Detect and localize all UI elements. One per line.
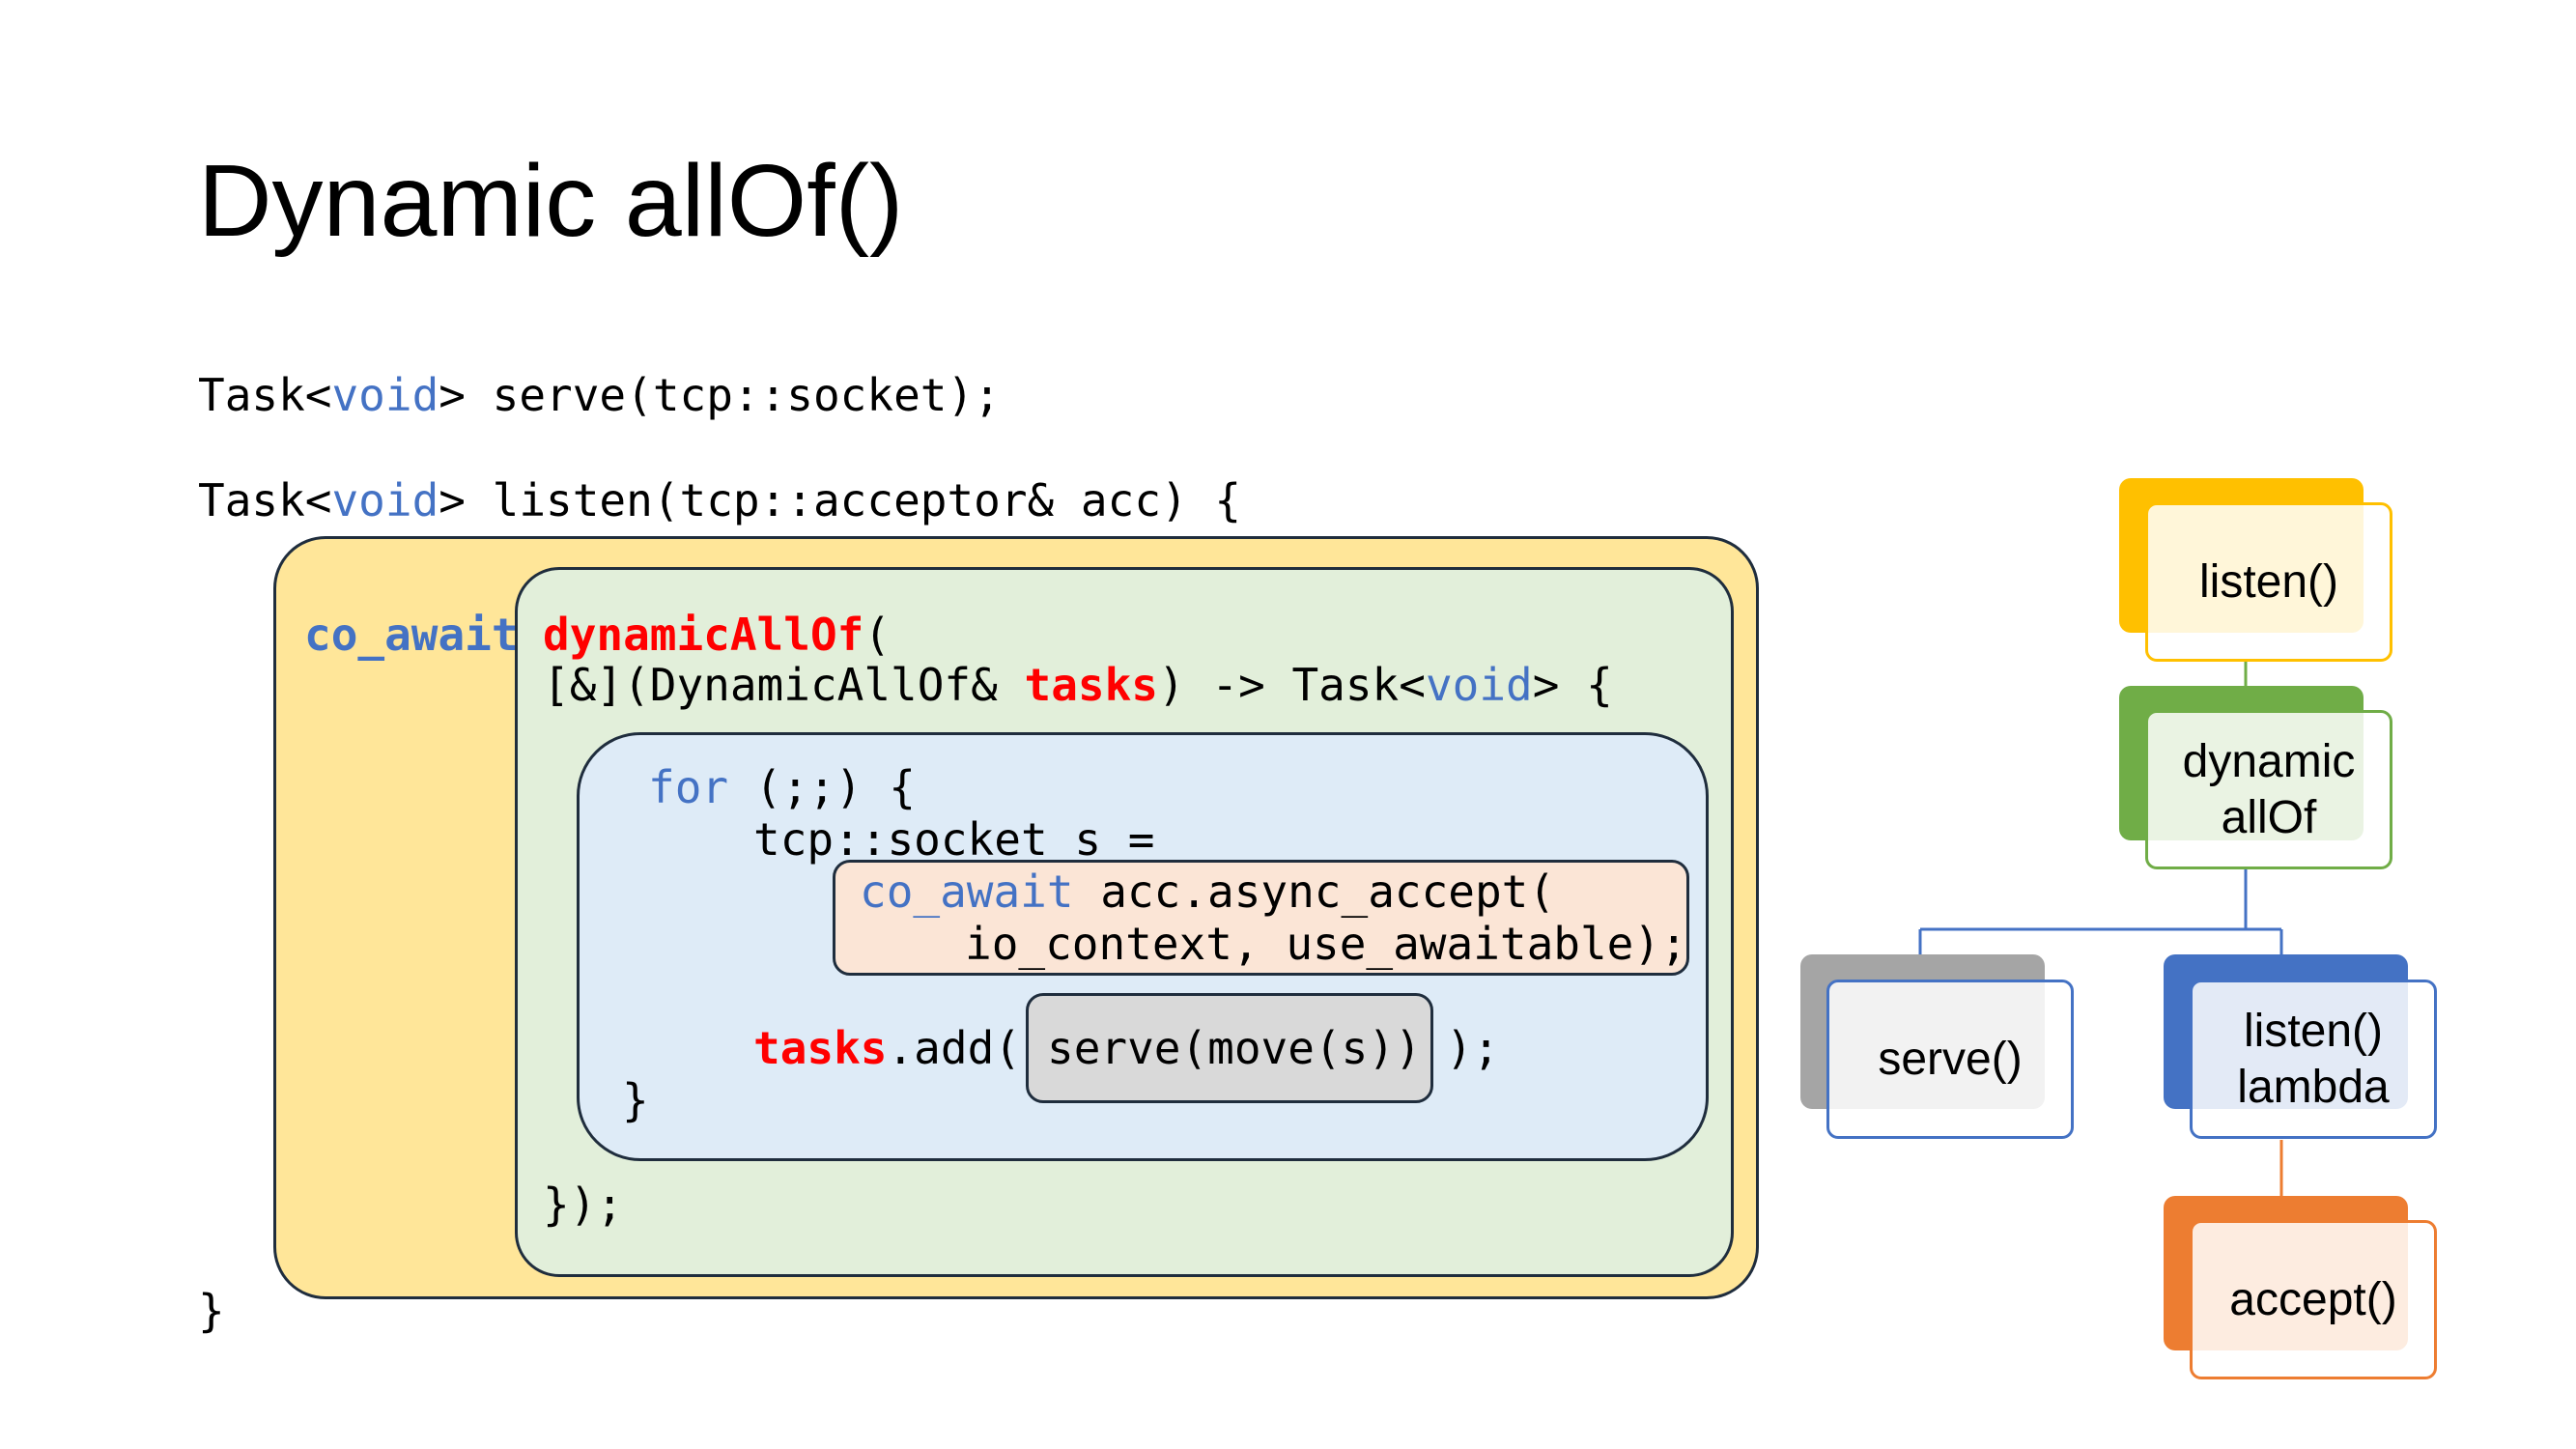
code-line-listen-decl: Task<void> listen(tcp::acceptor& acc) { [198,478,1241,523]
keyword-void: void [331,369,439,421]
code-line-lambda-close: }); [543,1179,624,1231]
code-token: (;;) { [728,761,916,813]
code-line-socket: tcp::socket s = [753,813,1155,866]
tasks-ref: tasks [753,1022,888,1074]
code-line-tasks-add: tasks.add( [753,1026,1021,1070]
dynamic-allof-node: dynamic allOf [2145,710,2392,869]
code-add-close: ); [1446,1022,1500,1074]
async-accept-region [833,860,1689,976]
dynamic-allof-call: dynamicAllOf [543,609,864,661]
code-token: .add( [887,1022,1021,1074]
code-line-dynamic-allof: dynamicAllOf( [543,612,891,657]
code-token: > { [1532,659,1613,711]
code-co-await: co_await [304,612,519,657]
keyword-co-await: co_await [304,609,519,661]
code-token: Task< [198,474,332,526]
code-token: Task< [198,369,332,421]
code-line-io-context: io_context, use_awaitable); [965,918,1687,970]
code-token: > serve(tcp::socket); [439,369,1001,421]
keyword-void: void [331,474,439,526]
code-token: ) -> Task< [1157,659,1426,711]
code-token: > listen(tcp::acceptor& acc) { [439,474,1242,526]
keyword-void: void [1425,659,1533,711]
code-token: ( [863,609,892,661]
code-line-for: for (;;) { [648,765,916,810]
serve-node: serve() [1826,980,2074,1139]
code-line-outer-brace: } [198,1285,225,1337]
keyword-co-await: co_await [860,866,1074,918]
tasks-param: tasks [1024,659,1158,711]
listen-node: listen() [2145,502,2392,662]
keyword-for: for [648,761,729,813]
code-line-lambda: [&](DynamicAllOf& tasks) -> Task<void> { [543,663,1613,707]
slide-title: Dynamic allOf() [198,144,904,258]
code-token: acc.async_accept( [1073,866,1556,918]
serve-call-region [1026,993,1433,1103]
listen-lambda-node: listen() lambda [2190,980,2437,1139]
accept-node: accept() [2190,1220,2437,1379]
code-token: [&](DynamicAllOf& [543,659,1025,711]
code-serve-move: serve(move(s)) [1047,1022,1422,1074]
code-line-serve-decl: Task<void> serve(tcp::socket); [198,373,1001,417]
code-line-inner-brace: } [622,1074,649,1126]
code-line-async-accept: co_await acc.async_accept( [860,869,1555,914]
